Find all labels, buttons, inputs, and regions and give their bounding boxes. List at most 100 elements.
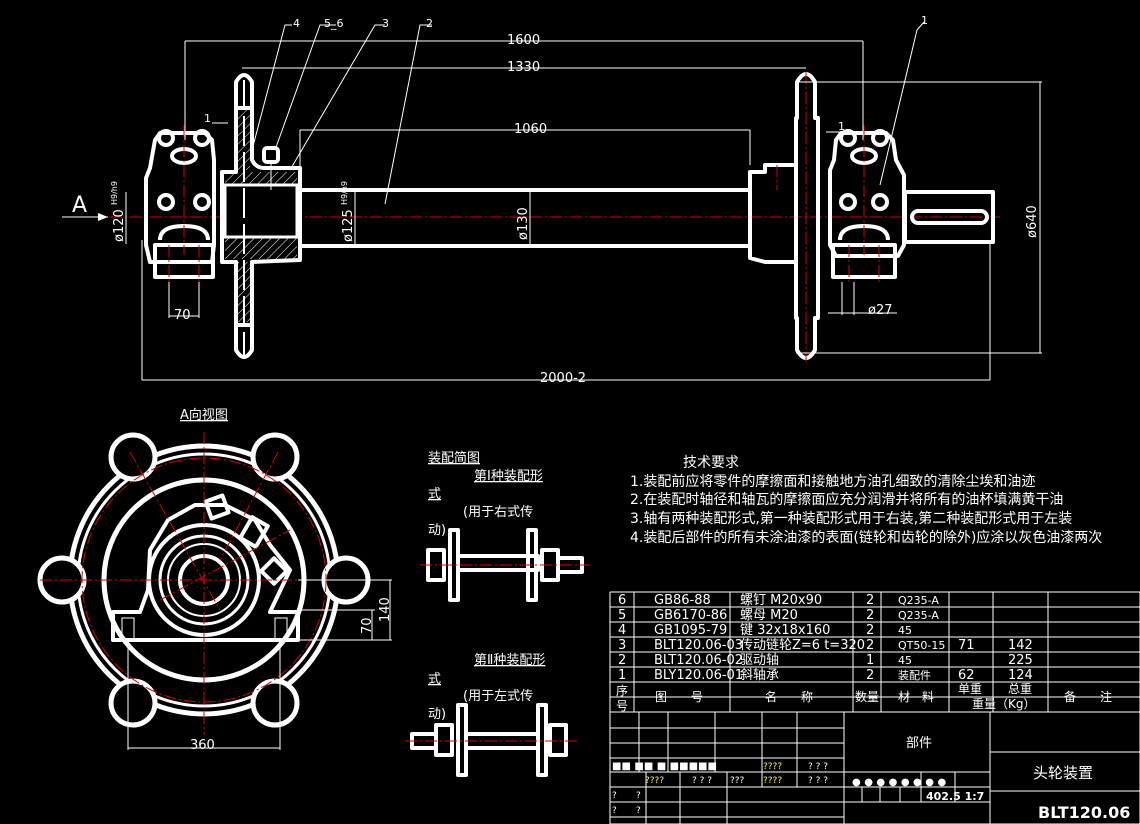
bom-header-no-2: 号 [616, 699, 628, 713]
a-view-dim-360: 360 [190, 738, 215, 753]
tech-req-item: 2.在装配时轴径和轴瓦的摩擦面应充分润滑并将所有的油杯填满黄干油 [630, 491, 1063, 508]
drawing-code: BLT120.06 [1038, 803, 1130, 822]
garbled-text: ? ? ? [808, 762, 828, 772]
dim-1330: 1330 [507, 60, 540, 75]
bom-cell: Q235-A [898, 594, 939, 607]
bom-header-remark: 备 注 [1064, 689, 1112, 704]
dim-1600: 1600 [507, 33, 540, 48]
form2-label-a: 第Ⅱ种装配形 [474, 653, 545, 668]
drive-shaft [300, 188, 750, 248]
bom-header-no-1: 序 [616, 683, 628, 698]
garbled-text: ???? [763, 776, 782, 786]
a-view-title: A向视图 [180, 407, 228, 423]
form2-label-c: (用于左式传 [463, 689, 533, 704]
dimension-lines [125, 40, 1042, 381]
bom-cell: 45 [898, 654, 912, 667]
garbled-text: ? [612, 806, 617, 816]
form1-label-d: 动) [428, 523, 446, 538]
bom-cell: GB86-88 [654, 593, 711, 608]
bom-cell: 71 [958, 638, 975, 653]
bom-cell: 142 [1008, 638, 1033, 653]
callout-4: 4 [293, 17, 300, 30]
bom-cell: 62 [958, 668, 975, 683]
bom-header-drawing: 图 号 [655, 690, 703, 704]
garbled-text: ? [636, 791, 641, 801]
bom-header-total-weight: 总重 [1008, 682, 1032, 696]
bom-cell: BLT120.06-03 [654, 638, 743, 653]
garbled-text: ? [636, 806, 641, 816]
weight-scale: 402.5 1:7 [926, 790, 984, 803]
bom-cell: 225 [1008, 653, 1033, 668]
form2-label-d: 动) [428, 707, 446, 722]
garbled-text: ? ? ? [808, 776, 828, 786]
bom-cell: 斜轴承 [740, 668, 779, 683]
tech-req-title: 技术要求 [683, 455, 739, 471]
bom-cell: 装配件 [898, 669, 931, 682]
bom-cell: 124 [1008, 668, 1033, 683]
bom-cell: 2 [866, 638, 874, 653]
dim-1060: 1060 [514, 122, 547, 137]
garbled-text: ???? [645, 776, 664, 786]
bom-cell: 2 [618, 653, 626, 668]
bom-cell: 1 [618, 668, 626, 683]
bom-cell: 2 [866, 668, 874, 683]
dim-70: 70 [174, 308, 191, 323]
part-type: 部件 [906, 736, 932, 751]
callout-1: 1 [921, 14, 928, 27]
garbled-text: ???? [763, 762, 782, 772]
bom-cell: 驱动轴 [740, 653, 779, 668]
bom-cell: 1 [866, 653, 874, 668]
bom-cell: 2 [866, 593, 874, 608]
bom-cell: 2 [866, 623, 874, 638]
left-bearing-housing [144, 125, 216, 282]
callout-5-6: 5_6 [324, 17, 344, 30]
right-bearing-housing [828, 125, 906, 282]
drawing-name: 头轮装置 [1033, 764, 1093, 782]
callout-leaders [251, 21, 925, 205]
main-assembly-view: A [62, 14, 1042, 386]
assembly-sketches: 装配简图 第Ⅰ种装配形 式 (用于右式传 动) 第Ⅱ种装配形 式 (用于左式传 … [405, 450, 590, 777]
left-sprocket-hub [220, 73, 302, 359]
dim-27: ø27 [868, 303, 893, 318]
view-arrow-label: A [72, 193, 87, 218]
a-direction-view: A向视图 360 140 70 [37, 407, 393, 753]
bom-cell: 5 [618, 608, 626, 623]
bom-header-unit-weight: 单重 [958, 682, 982, 696]
gap-right: 1 [838, 120, 845, 133]
form1-label-c: (用于右式传 [463, 505, 533, 520]
bom-header-qty: 数量 [855, 689, 879, 704]
bom-cell: 螺钉 M20x90 [740, 593, 822, 608]
bom-cell: BLY120.06-01 [654, 668, 743, 683]
dim-125-fit: H9/h9 [340, 181, 349, 205]
form2-sketch [405, 703, 580, 777]
garbled-text: ? [612, 791, 617, 801]
form1-label-b: 式 [428, 487, 441, 502]
shaft-extension [903, 190, 995, 244]
bom-cell: GB6170-86 [654, 608, 727, 623]
garbled-blobs: ● ● ● ● ● ● ● ● [852, 777, 946, 788]
a-view-dim-140: 140 [378, 597, 393, 622]
bom-cell: BLT120.06-02 [654, 653, 743, 668]
tech-req-item: 4.装配后部件的所有未涂油漆的表面(链轮和齿轮的除外)应涂以灰色油漆两次 [630, 529, 1102, 546]
form2-label-b: 式 [428, 672, 441, 687]
bom-cell: 螺母 M20 [740, 608, 798, 623]
bom-cell: 键 32x18x160 [740, 623, 830, 638]
assembly-title: 装配简图 [428, 450, 480, 466]
bom-cell: 3 [618, 638, 626, 653]
bom-cell: 2 [866, 608, 874, 623]
gap-left: 1 [204, 112, 211, 125]
garbled-text: ??? [730, 776, 745, 786]
form1-sketch [420, 528, 590, 602]
bom-header-name: 名 称 [765, 689, 813, 704]
garbled-text: ? ? ? [692, 776, 712, 786]
bom-cell: GB1095-79 [654, 623, 727, 638]
dim-2000: 2000-2 [540, 371, 586, 386]
title-block: 部件 头轮装置 BLT120.06 402.5 1:7 ■■ ■■ ■ ■■■■… [609, 711, 1140, 824]
technical-requirements: 技术要求 1.装配前应将零件的摩擦面和接触地方油孔细致的清除尘埃和油迹 2.在装… [630, 455, 1102, 546]
